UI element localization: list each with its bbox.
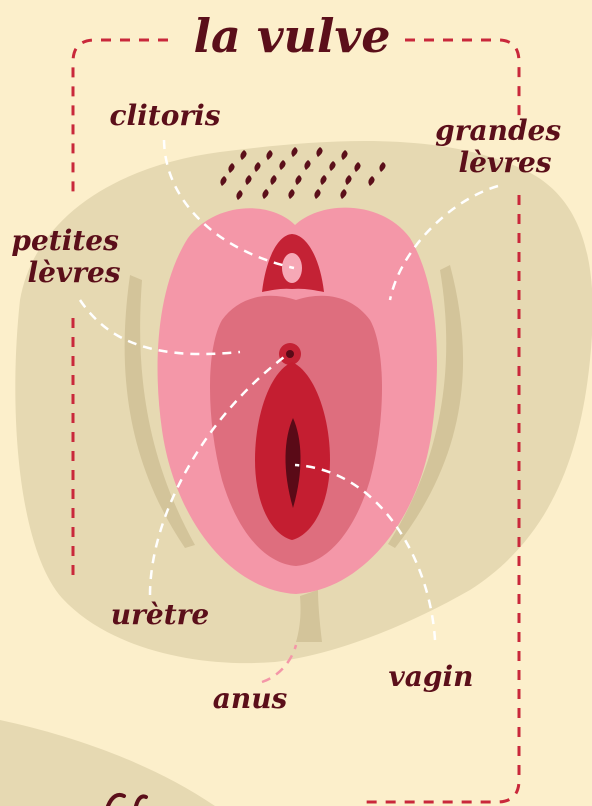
- skin-area-lower: [0, 720, 215, 806]
- anus-label: anus: [213, 682, 288, 715]
- vagin-label: vagin: [389, 660, 474, 693]
- petites-levres-line-2: lèvres: [27, 256, 120, 289]
- uretre-label: urètre: [111, 598, 209, 631]
- petites-levres-label: petites lèvres: [11, 224, 128, 289]
- grandes-levres-line-1: grandes: [435, 114, 561, 147]
- urethra-hole: [286, 350, 294, 358]
- page-title: la vulve: [194, 9, 391, 63]
- petites-levres-line-1: petites: [11, 224, 119, 257]
- title-bracket-right: [405, 40, 519, 118]
- grandes-levres-line-2: lèvres: [458, 146, 551, 179]
- clitoris-label: clitoris: [109, 99, 220, 132]
